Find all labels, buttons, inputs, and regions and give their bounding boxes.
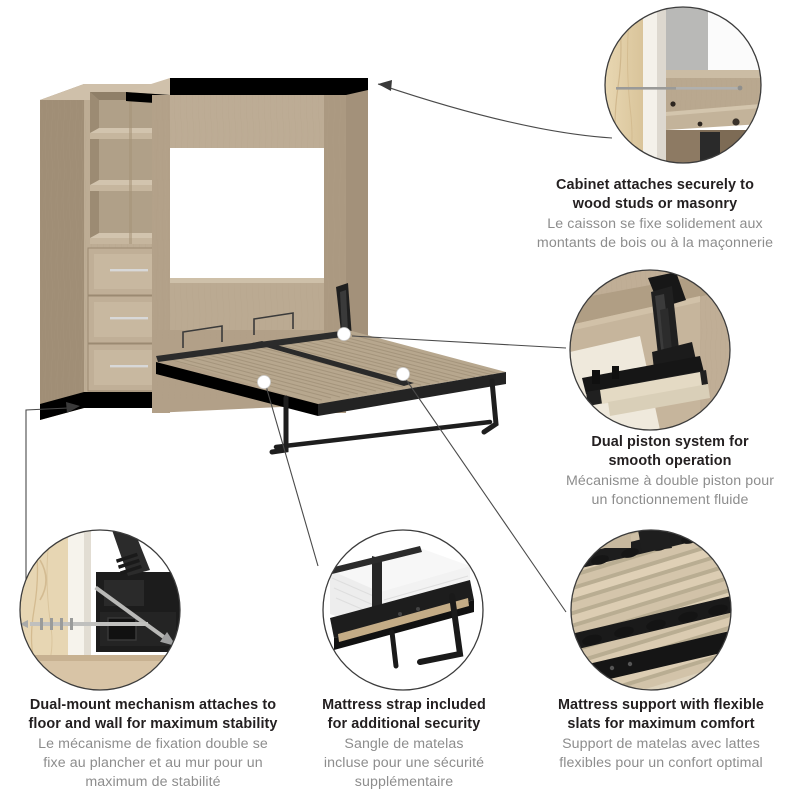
- callout-dual-mount: [19, 529, 181, 691]
- leader-line-piston: [351, 335, 567, 349]
- arrowhead-cabinet: [378, 80, 392, 91]
- dot-piston: [337, 327, 351, 341]
- callout-mattress-strap: [322, 529, 484, 691]
- caption-title-fr: Le caisson se fixe solidement aux montan…: [536, 216, 774, 252]
- head-wire-rails: [182, 312, 294, 348]
- bed-platform: [156, 312, 506, 455]
- caption-cabinet-attachment: Cabinet attaches securely to wood studs …: [510, 176, 800, 253]
- caption-title-en: Dual piston system for smooth operation: [591, 434, 749, 470]
- callout-cabinet-attachment: [604, 6, 762, 164]
- caption-title-en: Mattress support with flexible slats for…: [557, 697, 765, 733]
- caption-title-fr: Support de matelas avec lattes flexibles…: [559, 736, 763, 772]
- leader-line-cabinet: [377, 83, 613, 139]
- dot-bed-left: [257, 375, 271, 389]
- dot-bed-slats: [396, 367, 410, 381]
- arrowhead-dual-mount: [66, 402, 80, 413]
- caption-title-en: Dual-mount mechanism attaches to floor a…: [28, 697, 278, 733]
- caption-title-fr: Le mécanisme de fixation double se fixe …: [38, 736, 268, 791]
- callout-dual-piston: [569, 269, 731, 431]
- leader-line-strap: [265, 385, 319, 567]
- caption-title-fr: Sangle de matelas incluse pour une sécur…: [323, 736, 485, 791]
- callout-flexible-slats: [570, 529, 732, 691]
- caption-title-fr: Mécanisme à double piston pour un foncti…: [565, 473, 775, 509]
- caption-dual-mount: Dual-mount mechanism attaches to floor a…: [5, 696, 301, 792]
- support-legs: [269, 378, 499, 455]
- caption-title-en: Mattress strap included for additional s…: [322, 697, 486, 733]
- caption-flexible-slats: Mattress support with flexible slats for…: [522, 696, 800, 773]
- caption-title-en: Cabinet attaches securely to wood studs …: [556, 177, 754, 213]
- caption-mattress-strap: Mattress strap included for additional s…: [292, 696, 516, 792]
- leader-line-slats: [404, 377, 567, 613]
- connector-dots: [257, 327, 410, 389]
- caption-dual-piston: Dual piston system for smooth operation …: [540, 433, 800, 510]
